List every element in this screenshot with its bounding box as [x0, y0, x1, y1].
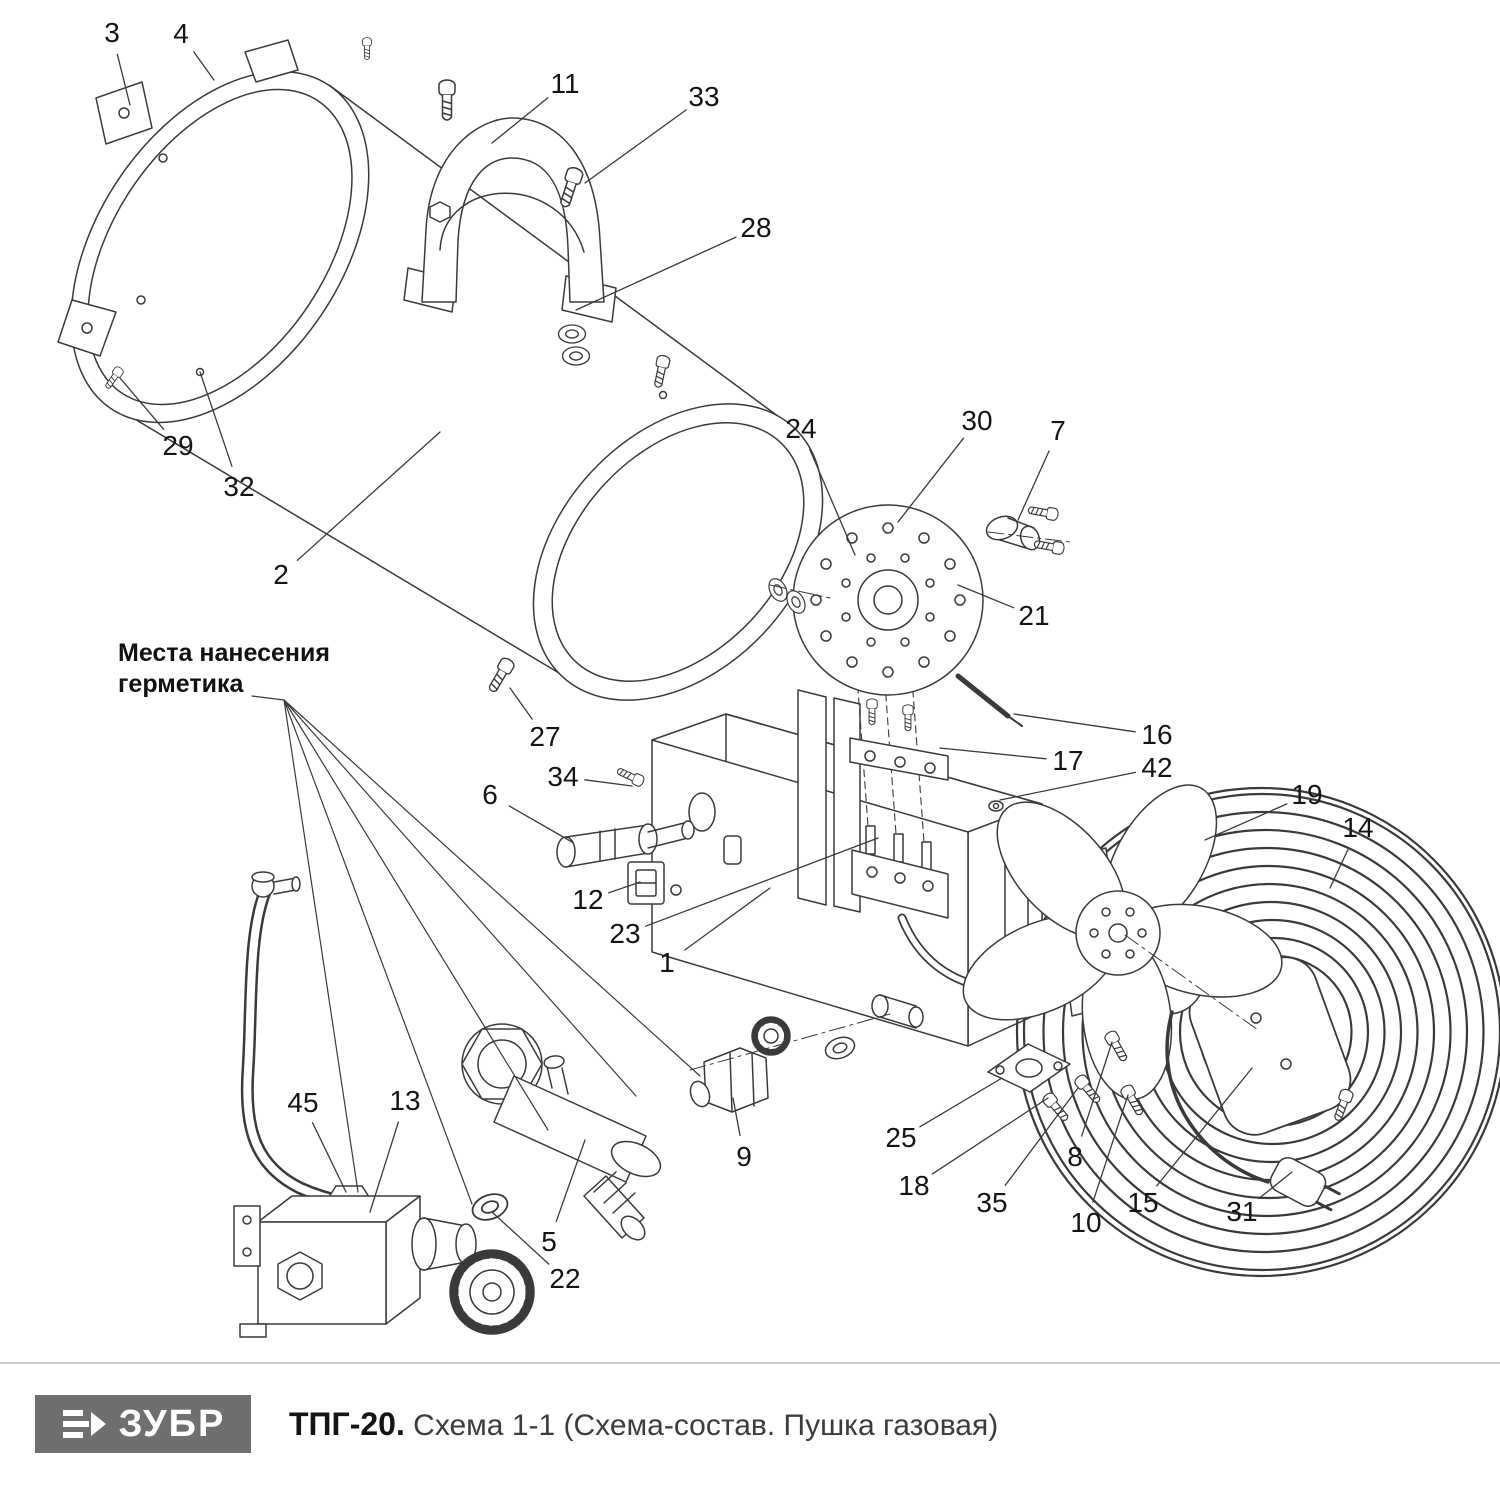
solenoid-valve: [233, 1195, 477, 1338]
zubr-logo-text: ЗУБР: [118, 1402, 226, 1445]
burner-plate: [764, 504, 984, 696]
valve-bracket: [849, 698, 949, 781]
power-switch: [627, 861, 665, 905]
sealant-leader-lines: [251, 695, 701, 1205]
thermostat-nozzle: [556, 820, 695, 868]
zubr-logo: ЗУБР: [35, 1395, 251, 1453]
leader-lines: [116, 51, 1350, 1265]
piezo-igniter: [985, 503, 1066, 556]
fan-impeller: [962, 784, 1283, 1100]
fan-guard: [1015, 786, 1500, 1278]
knurled-nut: [751, 1016, 791, 1056]
ignition-electrode: [955, 673, 1023, 727]
sealant-note-line2: герметика: [118, 669, 244, 698]
regulator-knob: [449, 1249, 535, 1335]
fasteners-top: [102, 37, 672, 788]
heat-chamber-shell: [70, 70, 824, 701]
center-axes: [689, 531, 1259, 1071]
gas-valve-body: [461, 1023, 662, 1241]
sealant-note: Места нанесения герметика: [118, 638, 330, 699]
footer: ЗУБР ТПГ-20. Схема 1-1 (Схема-состав. Пу…: [35, 1394, 998, 1454]
gas-tube: [240, 871, 372, 1215]
zubr-logo-icon: [62, 1410, 106, 1438]
gas-outlet-flange: [987, 1028, 1147, 1125]
power-cord-plug: [1165, 1010, 1341, 1212]
gas-fitting: [689, 1047, 769, 1113]
title-text: Схема 1-1 (Схема-состав. Пушка газовая): [413, 1408, 999, 1442]
frame-gas-nipple: [821, 994, 924, 1064]
handle: [403, 117, 617, 323]
model-label: ТПГ-20.: [289, 1405, 405, 1442]
mounting-bracket: [57, 39, 299, 357]
sealant-note-line1: Места нанесения: [118, 639, 330, 667]
footer-divider: [0, 1362, 1500, 1364]
drawing-title: ТПГ-20. Схема 1-1 (Схема-состав. Пушка г…: [289, 1406, 998, 1443]
